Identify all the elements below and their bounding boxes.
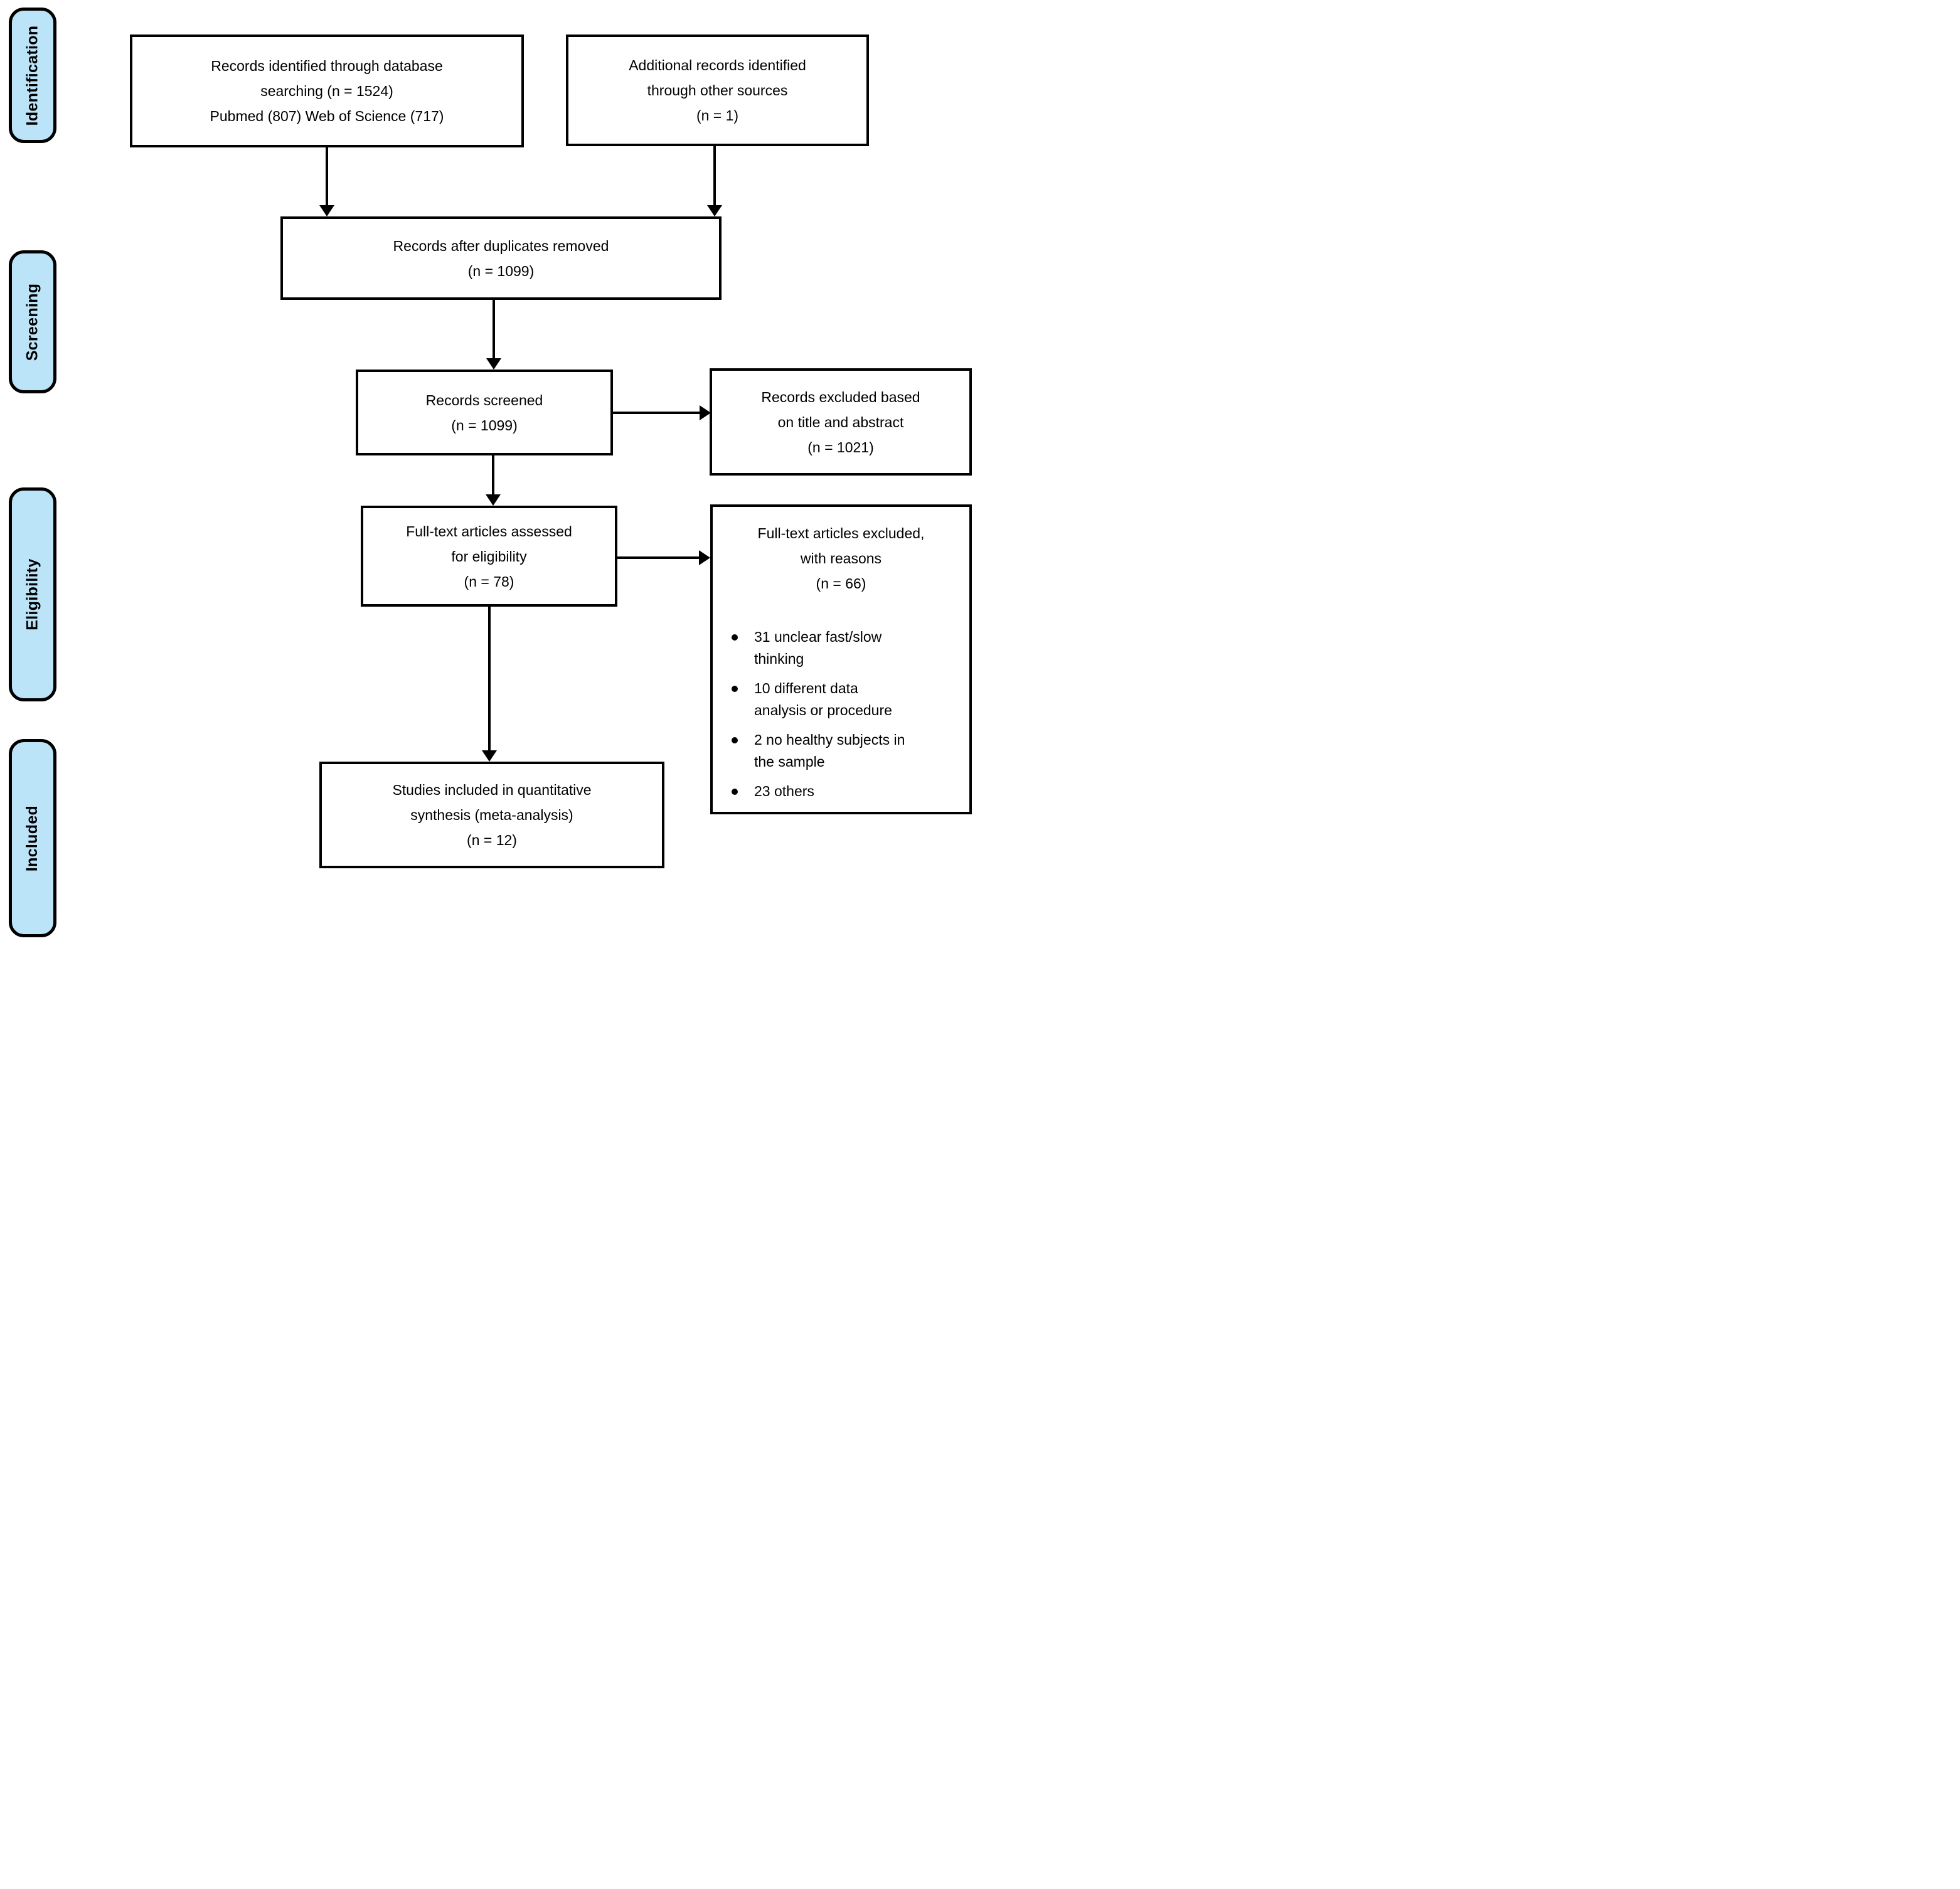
arrow-head-down-icon [707,205,722,216]
arrow-identified-to-deduped [319,147,334,216]
box-after-duplicates-text: Records after duplicates removed (n = 10… [393,237,609,279]
arrow-screened-to-fulltext [486,455,501,506]
arrow-shaft [488,607,491,752]
box-records-screened: Records screened (n = 1099) [356,370,613,455]
bullet-icon [732,789,738,795]
arrow-fulltext-to-excluded [617,550,710,565]
stage-pill-screening: Screening [9,250,56,393]
box-records-excluded: Records excluded based on title and abst… [710,368,972,476]
box-fulltext-assessed: Full-text articles assessed for eligibil… [361,506,617,607]
exclusion-reason-item: 2 no healthy subjects in the sample [729,729,959,773]
box-records-excluded-text: Records excluded based on title and abst… [761,388,920,455]
box-records-identified-text: Records identified through database sear… [210,58,444,124]
arrow-deduped-to-screened [486,300,501,370]
box-studies-included-text: Studies included in quantitative synthes… [392,782,592,848]
exclusion-reason-text: 2 no healthy subjects in the sample [754,732,905,770]
stage-pill-included: Included [9,739,56,937]
arrow-head-down-icon [319,205,334,216]
stage-label-identification: Identification [23,25,41,125]
box-fulltext-excluded-heading: Full-text articles excluded, with reason… [757,525,925,592]
arrow-shaft [612,412,701,414]
arrow-head-right-icon [699,550,710,565]
prisma-flow-diagram: Identification Screening Eligibility Inc… [0,0,980,945]
arrow-shaft [493,300,495,359]
bullet-icon [732,634,738,641]
arrow-shaft [326,147,328,206]
bullet-icon [732,686,738,692]
exclusion-reason-item: 23 others [729,780,959,802]
exclusion-reasons-list: 31 unclear fast/slow thinking 10 differe… [713,626,969,810]
arrow-shaft [617,556,700,559]
box-studies-included: Studies included in quantitative synthes… [319,762,664,868]
exclusion-reason-item: 31 unclear fast/slow thinking [729,626,959,670]
box-after-duplicates: Records after duplicates removed (n = 10… [280,216,722,300]
arrow-additional-to-deduped [707,146,722,216]
box-additional-records: Additional records identified through ot… [566,35,869,146]
box-additional-records-text: Additional records identified through ot… [629,57,806,124]
stage-label-screening: Screening [23,283,41,361]
exclusion-reason-item: 10 different data analysis or procedure [729,678,959,721]
stage-label-included: Included [23,805,41,871]
box-records-screened-text: Records screened (n = 1099) [425,391,543,434]
box-records-identified: Records identified through database sear… [130,35,524,147]
box-fulltext-assessed-text: Full-text articles assessed for eligibil… [406,523,572,590]
arrow-head-right-icon [700,405,711,420]
arrow-shaft [492,455,494,496]
stage-pill-identification: Identification [9,8,56,143]
arrow-head-down-icon [486,358,501,370]
exclusion-reason-text: 23 others [754,783,814,799]
bullet-icon [732,737,738,743]
arrow-screened-to-excluded [612,405,711,420]
stage-label-eligibility: Eligibility [23,558,41,631]
arrow-fulltext-to-included [482,607,497,762]
exclusion-reason-text: 31 unclear fast/slow thinking [754,629,882,667]
arrow-head-down-icon [486,494,501,506]
arrow-head-down-icon [482,750,497,762]
box-fulltext-excluded: Full-text articles excluded, with reason… [710,504,972,814]
exclusion-reason-text: 10 different data analysis or procedure [754,680,892,718]
arrow-shaft [713,146,716,206]
stage-pill-eligibility: Eligibility [9,487,56,701]
